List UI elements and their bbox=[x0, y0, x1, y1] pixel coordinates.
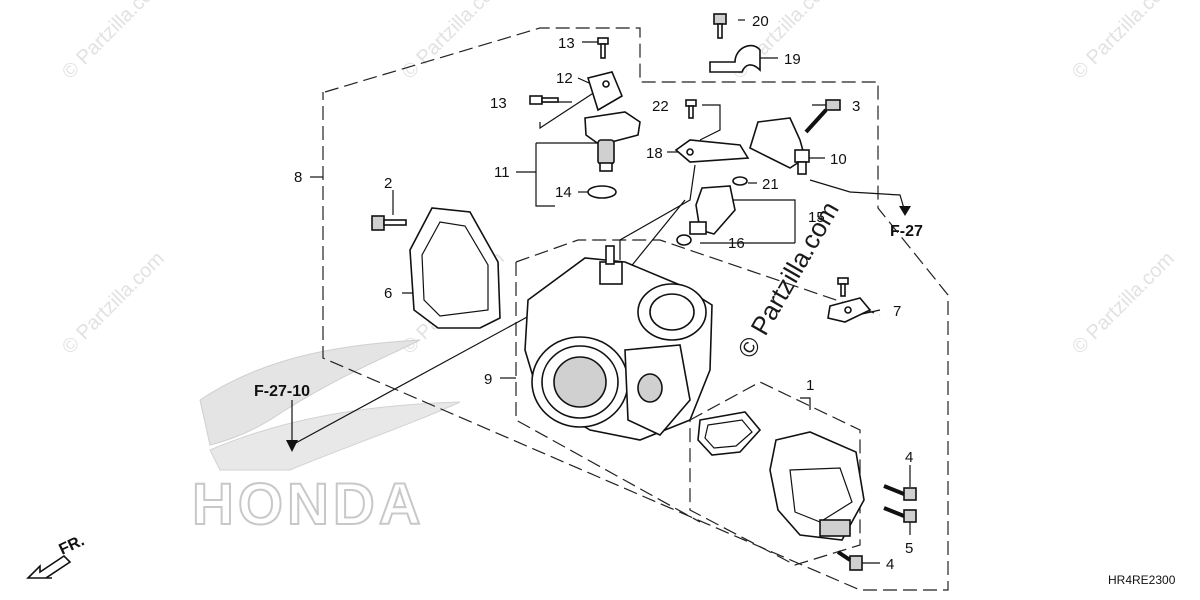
part-10-fuel-joint bbox=[749, 117, 810, 175]
part-15-injector bbox=[689, 185, 736, 235]
assembly-boundary bbox=[322, 27, 949, 591]
watermark: © Partzilla.com bbox=[58, 248, 169, 359]
watermark: © Partzilla.com bbox=[1068, 0, 1179, 84]
part-label-13: 13 bbox=[558, 35, 575, 52]
part-19-clamp bbox=[709, 44, 761, 73]
part-label-18: 18 bbox=[646, 145, 663, 162]
part-label-6: 6 bbox=[384, 285, 392, 302]
part-13-screw-left bbox=[529, 95, 559, 105]
part-label-15: 15 bbox=[808, 209, 825, 226]
honda-wing-logo: HONDA bbox=[191, 339, 461, 538]
part-label-20: 20 bbox=[752, 13, 769, 30]
part-21-o-ring bbox=[732, 176, 748, 186]
part-label-4: 4 bbox=[886, 556, 894, 573]
part-2-bolt bbox=[371, 215, 407, 231]
part-label-13: 13 bbox=[490, 95, 507, 112]
part-label-8: 8 bbox=[294, 169, 302, 186]
watermark: © Partzilla.com bbox=[1068, 248, 1179, 359]
honda-logo-text: HONDA bbox=[192, 472, 425, 537]
watermark: © Partzilla.com bbox=[58, 0, 169, 84]
part-20-bolt bbox=[713, 13, 727, 39]
part-5-bolt bbox=[883, 506, 917, 523]
part-label-4: 4 bbox=[905, 449, 913, 466]
part-label-19: 19 bbox=[784, 51, 801, 68]
part-3-bolt bbox=[804, 99, 841, 134]
part-16-seal bbox=[676, 234, 692, 246]
part-label-16: 16 bbox=[728, 235, 745, 252]
front-label: FR. bbox=[57, 532, 88, 558]
part-labels: 13 12 13 11 14 20 19 22 3 18 10 21 15 16… bbox=[294, 13, 913, 573]
part-11-map-sensor bbox=[584, 111, 641, 172]
part-4-bolt-lower bbox=[836, 550, 863, 571]
part-13-screw-top bbox=[597, 37, 609, 59]
diagram-code: HR4RE2300 bbox=[1108, 573, 1176, 587]
part-1-sensor-unit bbox=[769, 431, 865, 541]
part-9-throttle-body bbox=[524, 245, 713, 441]
part-22-screw bbox=[685, 99, 697, 119]
part-label-1: 1 bbox=[806, 377, 814, 394]
part-label-10: 10 bbox=[830, 151, 847, 168]
part-label-14: 14 bbox=[555, 184, 572, 201]
watermark: © Partzilla.com bbox=[398, 0, 509, 84]
watermark: © Partzilla.com bbox=[728, 0, 839, 84]
ref-f27: F-27 bbox=[890, 223, 923, 240]
part-label-12: 12 bbox=[556, 70, 573, 87]
part-gasket bbox=[697, 411, 762, 456]
part-4-bolt-upper bbox=[883, 484, 917, 501]
part-12-sensor-plate bbox=[586, 71, 624, 112]
part-18-stay bbox=[674, 139, 750, 163]
part-label-7: 7 bbox=[893, 303, 901, 320]
part-label-22: 22 bbox=[652, 98, 669, 115]
part-label-2: 2 bbox=[384, 175, 392, 192]
part-6-cover bbox=[409, 207, 501, 329]
ref-f27-10: F-27-10 bbox=[254, 383, 310, 400]
part-label-5: 5 bbox=[905, 540, 913, 557]
reference-arrows bbox=[286, 206, 911, 452]
part-label-21: 21 bbox=[762, 176, 779, 193]
front-direction-arrow: FR. bbox=[26, 532, 88, 579]
partzilla-watermark: © Partzilla.com bbox=[731, 196, 845, 363]
part-label-11: 11 bbox=[494, 164, 510, 181]
part-14-o-ring bbox=[587, 185, 617, 199]
part-7-bracket bbox=[827, 277, 872, 323]
part-label-3: 3 bbox=[852, 98, 860, 115]
part-label-9: 9 bbox=[484, 371, 492, 388]
